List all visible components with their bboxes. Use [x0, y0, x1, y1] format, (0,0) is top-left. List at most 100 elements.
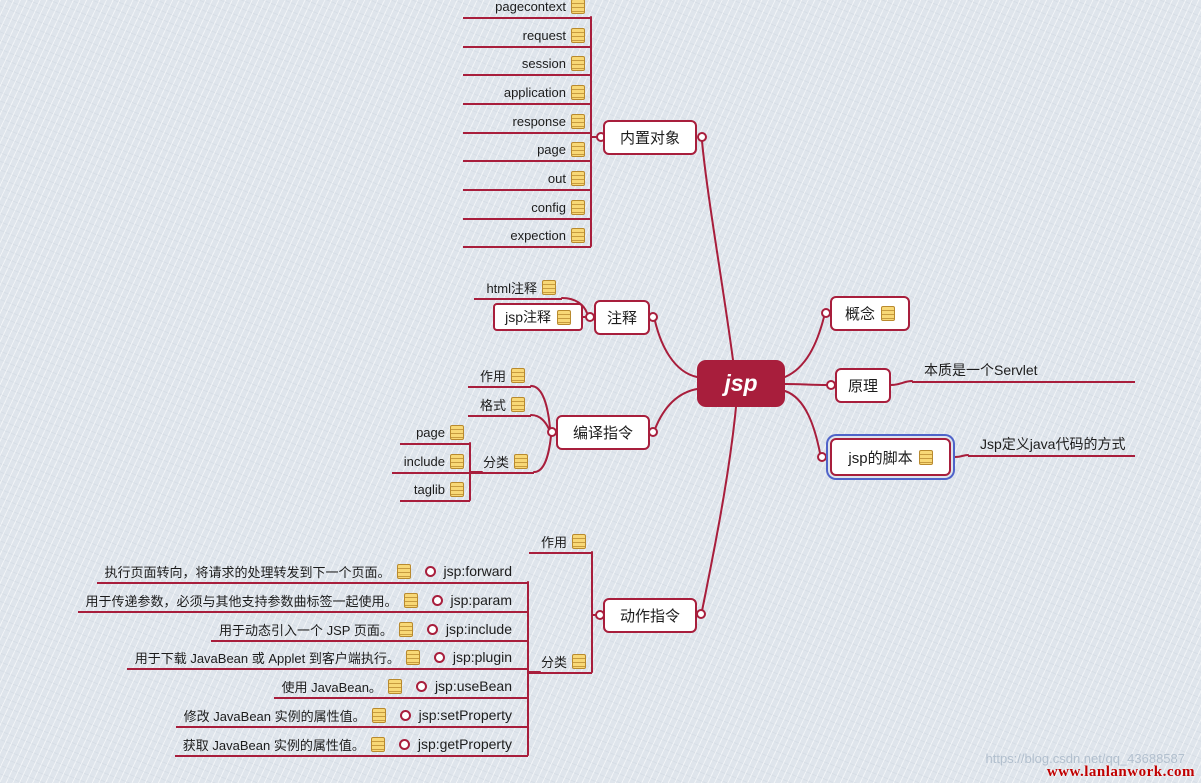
- collapse-handle-icon[interactable]: [426, 623, 438, 635]
- topic-pagecontext[interactable]: pagecontext: [463, 0, 591, 19]
- topic-jsp-usebean[interactable]: 使用 JavaBean。 jsp:useBean: [273, 676, 528, 699]
- topic-label: page: [416, 424, 445, 440]
- note-icon[interactable]: [396, 563, 411, 579]
- central-topic-jsp[interactable]: jsp: [697, 360, 785, 407]
- topic-jsp-forward[interactable]: 执行页面转向，将请求的处理转发到下一个页面。 jsp:forward: [96, 561, 528, 584]
- note-icon[interactable]: [918, 449, 933, 465]
- note-icon[interactable]: [571, 55, 585, 71]
- topic-label: jsp注释: [505, 309, 551, 325]
- topic-label: page: [537, 141, 566, 157]
- collapse-handle-icon[interactable]: [398, 738, 410, 750]
- topic-label: 编译指令: [572, 425, 633, 442]
- topic-page[interactable]: page: [463, 139, 591, 162]
- topic-note-text: 执行页面转向，将请求的处理转发到下一个页面。: [104, 564, 391, 580]
- topic-out[interactable]: out: [463, 168, 591, 191]
- note-icon[interactable]: [572, 653, 586, 669]
- topic-label: application: [503, 84, 566, 100]
- topic-compile-effect[interactable]: 作用: [467, 365, 531, 388]
- note-icon[interactable]: [557, 309, 571, 325]
- collapse-handle-icon[interactable]: [424, 565, 436, 577]
- topic-expection[interactable]: expection: [463, 225, 591, 248]
- note-icon[interactable]: [572, 533, 586, 549]
- topic-label: jsp:include: [445, 621, 512, 637]
- topic-html-comment[interactable]: html注释: [474, 277, 562, 300]
- topic-note-text: 使用 JavaBean。: [281, 679, 382, 695]
- note-icon[interactable]: [371, 707, 386, 723]
- note-icon[interactable]: [450, 453, 464, 469]
- note-icon[interactable]: [398, 621, 413, 637]
- note-icon[interactable]: [881, 306, 895, 321]
- note-icon[interactable]: [387, 678, 402, 694]
- topic-label: 作用: [479, 368, 506, 384]
- topic-session[interactable]: session: [463, 53, 591, 76]
- topic-label: jsp:setProperty: [418, 707, 512, 723]
- note-icon[interactable]: [511, 367, 525, 383]
- note-icon[interactable]: [542, 279, 556, 295]
- topic-note-text: 获取 JavaBean 实例的属性值。: [182, 737, 365, 753]
- topic-label: jsp:forward: [443, 563, 512, 579]
- topic-label: session: [521, 55, 566, 71]
- topic-label: config: [531, 199, 566, 215]
- note-icon[interactable]: [405, 649, 420, 665]
- topic-label: taglib: [413, 481, 445, 497]
- topic-compile-directives[interactable]: 编译指令: [556, 415, 650, 450]
- collapse-handle-icon[interactable]: [415, 680, 427, 692]
- note-icon[interactable]: [571, 0, 585, 14]
- topic-label: html注释: [486, 280, 537, 296]
- topic-jsp-param[interactable]: 用于传递参数，必须与其他支持参数曲标签一起使用。 jsp:param: [77, 590, 528, 613]
- topic-action-effect[interactable]: 作用: [528, 531, 592, 554]
- topic-note-text: 修改 JavaBean 实例的属性值。: [183, 708, 366, 724]
- topic-action-directives[interactable]: 动作指令: [603, 598, 697, 633]
- note-icon[interactable]: [571, 27, 585, 43]
- topic-response[interactable]: response: [463, 111, 591, 134]
- note-icon[interactable]: [450, 424, 464, 440]
- collapse-handle-icon[interactable]: [431, 594, 443, 606]
- topic-jsp-getproperty[interactable]: 获取 JavaBean 实例的属性值。 jsp:getProperty: [174, 734, 528, 757]
- topic-label: 内置对象: [619, 130, 680, 147]
- topic-request[interactable]: request: [463, 25, 591, 48]
- topic-concept[interactable]: 概念: [830, 296, 910, 331]
- note-icon[interactable]: [571, 141, 585, 157]
- note-icon[interactable]: [514, 453, 528, 469]
- note-icon[interactable]: [571, 199, 585, 215]
- topic-jsp-setproperty[interactable]: 修改 JavaBean 实例的属性值。 jsp:setProperty: [175, 705, 528, 728]
- topic-label: 概念: [844, 306, 875, 323]
- central-topic-label: jsp: [724, 370, 758, 396]
- topic-label: 本质是一个Servlet: [924, 362, 1038, 378]
- topic-label: Jsp定义java代码的方式: [980, 436, 1126, 452]
- topic-jsp-comment[interactable]: jsp注释: [493, 303, 583, 331]
- note-icon[interactable]: [450, 481, 464, 497]
- topic-directive-page[interactable]: page: [400, 422, 470, 445]
- note-icon[interactable]: [571, 84, 585, 100]
- topic-script-detail[interactable]: Jsp定义java代码的方式: [968, 434, 1135, 457]
- topic-compile-category[interactable]: 分类: [470, 451, 534, 474]
- topic-compile-format[interactable]: 格式: [467, 394, 531, 417]
- topic-label: response: [512, 113, 566, 129]
- topic-comments[interactable]: 注释: [594, 300, 650, 335]
- topic-application[interactable]: application: [463, 82, 591, 105]
- topic-label: 原理: [847, 378, 878, 395]
- note-icon[interactable]: [403, 592, 418, 608]
- topic-label: jsp:param: [450, 592, 512, 608]
- collapse-handle-icon[interactable]: [399, 709, 411, 721]
- collapse-handle-icon[interactable]: [433, 651, 445, 663]
- collapse-handles[interactable]: [547, 132, 836, 620]
- topic-principle-detail[interactable]: 本质是一个Servlet: [912, 360, 1135, 383]
- note-icon[interactable]: [571, 113, 585, 129]
- topic-directive-taglib[interactable]: taglib: [400, 479, 470, 502]
- note-icon[interactable]: [571, 170, 585, 186]
- topic-label: expection: [510, 227, 566, 243]
- note-icon[interactable]: [370, 736, 385, 752]
- topic-principle[interactable]: 原理: [835, 368, 891, 403]
- topic-action-category[interactable]: 分类: [528, 651, 592, 674]
- watermark-site: www.lanlanwork.com: [1046, 764, 1195, 780]
- topic-directive-include[interactable]: include: [391, 451, 470, 474]
- note-icon[interactable]: [571, 227, 585, 243]
- topic-jsp-plugin[interactable]: 用于下载 JavaBean 或 Applet 到客户端执行。 jsp:plugi…: [126, 647, 528, 670]
- topic-jsp-script[interactable]: jsp的脚本: [830, 438, 951, 476]
- topic-config[interactable]: config: [463, 197, 591, 220]
- note-icon[interactable]: [511, 396, 525, 412]
- topic-builtin-objects[interactable]: 内置对象: [603, 120, 697, 155]
- topic-jsp-include[interactable]: 用于动态引入一个 JSP 页面。 jsp:include: [211, 619, 528, 642]
